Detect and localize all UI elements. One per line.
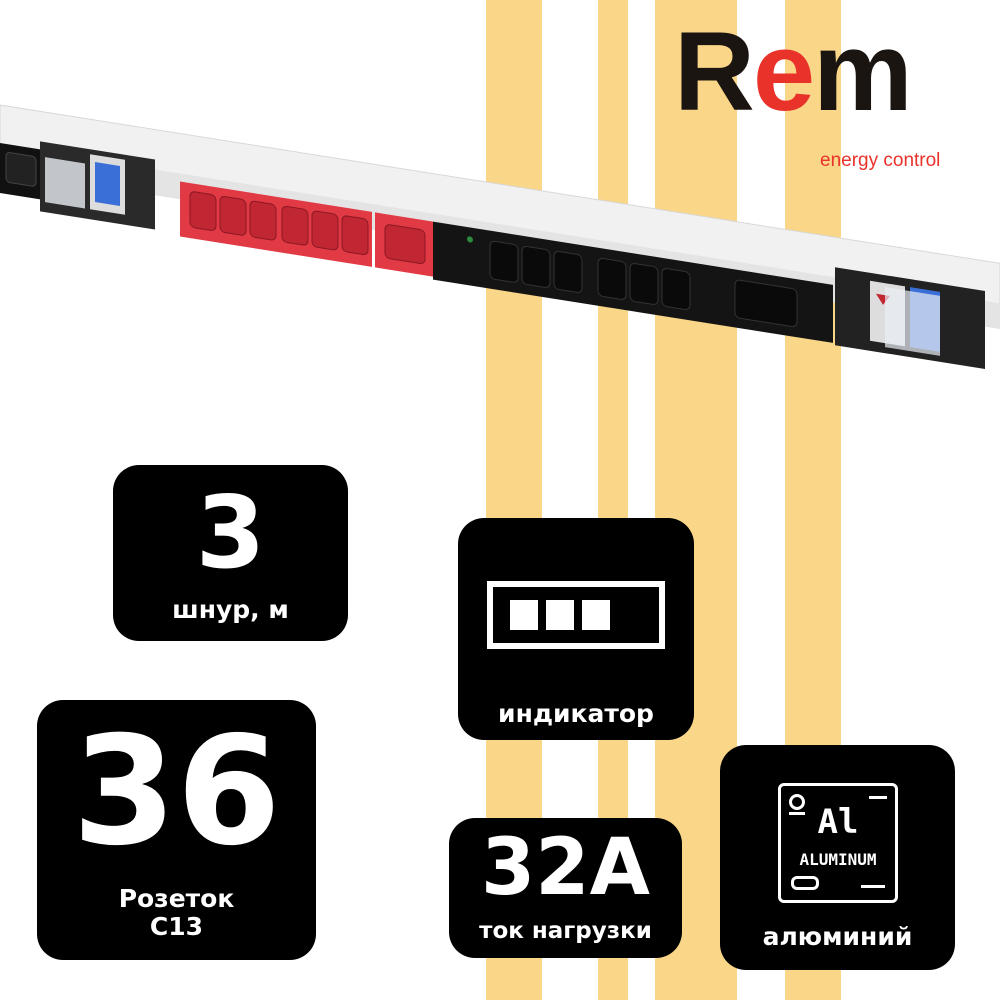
indicator-label: индикатор bbox=[498, 699, 654, 728]
feature-card-indicator: индикатор bbox=[458, 518, 694, 740]
cord-length-value: 3 bbox=[195, 474, 266, 591]
feature-card-material: Al ALUMINUM алюминий bbox=[720, 745, 955, 970]
aluminum-icon-text: ALUMINUM bbox=[799, 850, 877, 869]
feature-card-cord: 3 шнур, м bbox=[113, 465, 348, 641]
feature-card-current: 32A ток нагрузки bbox=[449, 818, 682, 958]
aluminum-element-icon: Al ALUMINUM bbox=[778, 783, 898, 903]
brand-name: Rem bbox=[674, 8, 913, 137]
brand-tagline: energy control bbox=[820, 150, 941, 171]
aluminum-symbol: Al bbox=[817, 802, 859, 842]
outlets-label: Розеток bbox=[118, 883, 235, 913]
indicator-bar-icon bbox=[487, 581, 665, 649]
current-value: 32A bbox=[481, 823, 650, 913]
material-label: алюминий bbox=[762, 922, 913, 951]
current-label: ток нагрузки bbox=[479, 917, 652, 944]
feature-card-outlets: 36 Розеток C13 bbox=[37, 700, 316, 960]
outlets-type: C13 bbox=[149, 912, 204, 942]
cord-length-label: шнур, м bbox=[172, 595, 289, 624]
outlets-count-value: 36 bbox=[72, 705, 281, 879]
